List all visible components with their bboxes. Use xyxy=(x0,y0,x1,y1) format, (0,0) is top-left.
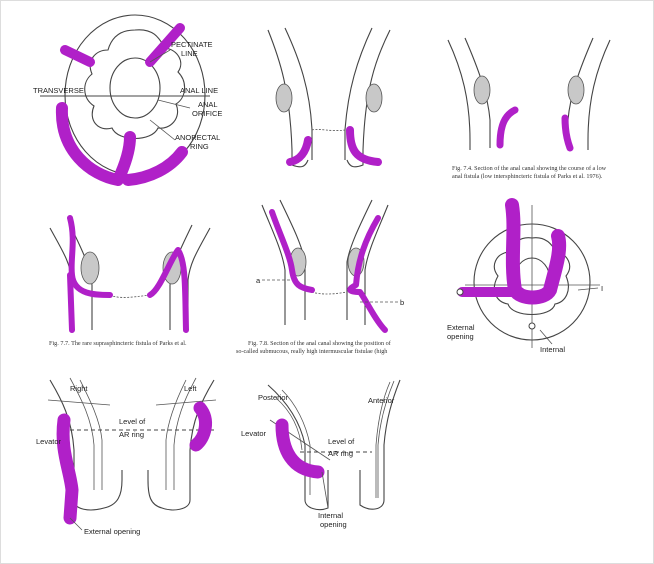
label-anal-orifice: ORIFICE xyxy=(192,109,222,118)
label-levator: Levator xyxy=(241,429,267,438)
left-canal-wall xyxy=(447,39,471,150)
label-posterior: Posterior xyxy=(258,393,289,402)
label-b: b xyxy=(400,298,404,307)
fistula-tract xyxy=(189,401,212,452)
label-anal-orifice: ANAL xyxy=(198,100,218,109)
panel-anal-canal-section-2 xyxy=(267,27,391,168)
fistula-tract-horseshoe xyxy=(122,146,188,186)
fistula-tract xyxy=(60,45,95,67)
right-canal-wall xyxy=(346,29,391,168)
dentate-line xyxy=(311,129,346,131)
left-canal-wall xyxy=(261,204,286,325)
leader-line xyxy=(539,329,553,345)
figure-caption: Fig. 7.7. The rare suprasphincteric fist… xyxy=(49,340,187,347)
fistula-tract-horseshoe xyxy=(505,198,567,305)
fistula-tract xyxy=(275,418,325,479)
muscle-layer xyxy=(79,379,103,490)
label-level-of: Level of xyxy=(328,437,355,446)
left-sphincter-muscle xyxy=(80,251,100,285)
leader-line xyxy=(69,517,83,531)
muscle-layer xyxy=(165,379,187,490)
fistula-tract xyxy=(269,209,315,293)
left-sphincter-muscle xyxy=(275,83,293,113)
label-pectinate-line: PECTINATE xyxy=(171,40,213,49)
right-canal-wall xyxy=(344,27,373,160)
muscle-layer xyxy=(377,380,395,498)
leader-line xyxy=(577,287,599,291)
label-anal-line: ANAL LINE xyxy=(180,86,218,95)
label-pectinate-line: LINE xyxy=(181,49,198,58)
leader-line xyxy=(149,119,176,141)
right-canal-wall xyxy=(346,199,373,320)
right-sphincter-muscle xyxy=(567,75,585,105)
anal-orifice-ring xyxy=(109,57,161,119)
muscle-layer xyxy=(69,377,95,490)
leader-line xyxy=(321,471,329,509)
label-internal-opening: opening xyxy=(320,520,347,529)
leader-line xyxy=(149,49,171,63)
levator-line xyxy=(47,399,111,406)
figure-caption: so-called submucous, really high intermu… xyxy=(236,348,388,355)
fistula-tract xyxy=(145,23,185,67)
label-external-opening: External opening xyxy=(84,527,140,536)
label-level-of: Level of xyxy=(119,417,146,426)
right-canal-wall xyxy=(187,227,211,330)
external-opening-marker xyxy=(456,288,464,296)
left-canal-wall xyxy=(284,27,313,160)
label-levator: Levator xyxy=(36,437,62,446)
leader-line xyxy=(157,99,191,109)
label-right: Right xyxy=(70,384,88,393)
label-anorectal-ring: ANORECTAL xyxy=(175,133,220,142)
label-external-opening: opening xyxy=(447,332,474,341)
fistula-tract xyxy=(286,136,312,166)
label-left: Left xyxy=(184,384,197,393)
fistula-tract xyxy=(346,126,382,166)
label-i: I xyxy=(601,284,603,293)
fistula-tract xyxy=(147,247,189,333)
fistula-tract xyxy=(56,413,79,525)
panel-fig-7-4: Fig. 7.4. Section of the anal canal show… xyxy=(447,37,611,180)
label-internal-opening: Internal xyxy=(318,511,343,520)
left-canal-wall xyxy=(267,29,309,168)
fistula-tract xyxy=(561,114,574,152)
levator-line xyxy=(155,399,217,406)
figure-caption: Fig. 7.4. Section of the anal canal show… xyxy=(452,165,607,172)
muscle-layer xyxy=(275,397,303,451)
figure-caption: anal fistula (low intersphincteric fistu… xyxy=(452,173,603,180)
fistula-tract-horseshoe xyxy=(55,102,136,186)
left-canal-wall xyxy=(49,379,123,511)
label-external-opening: External xyxy=(447,323,475,332)
right-sphincter-muscle xyxy=(365,83,383,113)
panel-posterior-anterior-section: Posterior Anterior Levator Level of AR r… xyxy=(241,379,401,529)
panel-anal-canal-top-view: PECTINATE LINE TRANSVERSE ANAL LINE ANAL… xyxy=(33,14,222,186)
fistula-tract xyxy=(347,215,388,333)
label-ar-ring: AR ring xyxy=(119,430,144,439)
right-canal-wall xyxy=(364,204,389,325)
muscle-layer xyxy=(375,381,391,498)
panel-fig-7-8: a b Fig. 7.8. Section of the anal canal … xyxy=(236,199,404,355)
label-a: a xyxy=(256,276,261,285)
label-transverse: TRANSVERSE xyxy=(33,86,84,95)
label-internal: Internal xyxy=(540,345,565,354)
label-anterior: Anterior xyxy=(368,396,395,405)
panel-horseshoe-top-view: I External opening Internal xyxy=(447,198,603,354)
left-sphincter-muscle xyxy=(473,75,491,105)
right-canal-wall xyxy=(587,39,611,150)
anterior-canal-wall xyxy=(359,379,401,510)
label-ar-ring: AR ring xyxy=(328,449,353,458)
muscle-layer xyxy=(281,389,311,495)
panel-fig-7-7: Fig. 7.7. The rare suprasphincteric fist… xyxy=(49,215,211,347)
fistula-tract xyxy=(67,272,75,333)
internal-opening-marker xyxy=(528,322,536,330)
fistula-tract xyxy=(496,106,519,149)
figure-caption: Fig. 7.8. Section of the anal canal show… xyxy=(248,340,392,347)
muscle-layer xyxy=(173,377,197,490)
label-anorectal-ring: RING xyxy=(190,142,209,151)
panel-right-left-section: Right Left Levator Level of AR ring Exte… xyxy=(36,377,217,536)
